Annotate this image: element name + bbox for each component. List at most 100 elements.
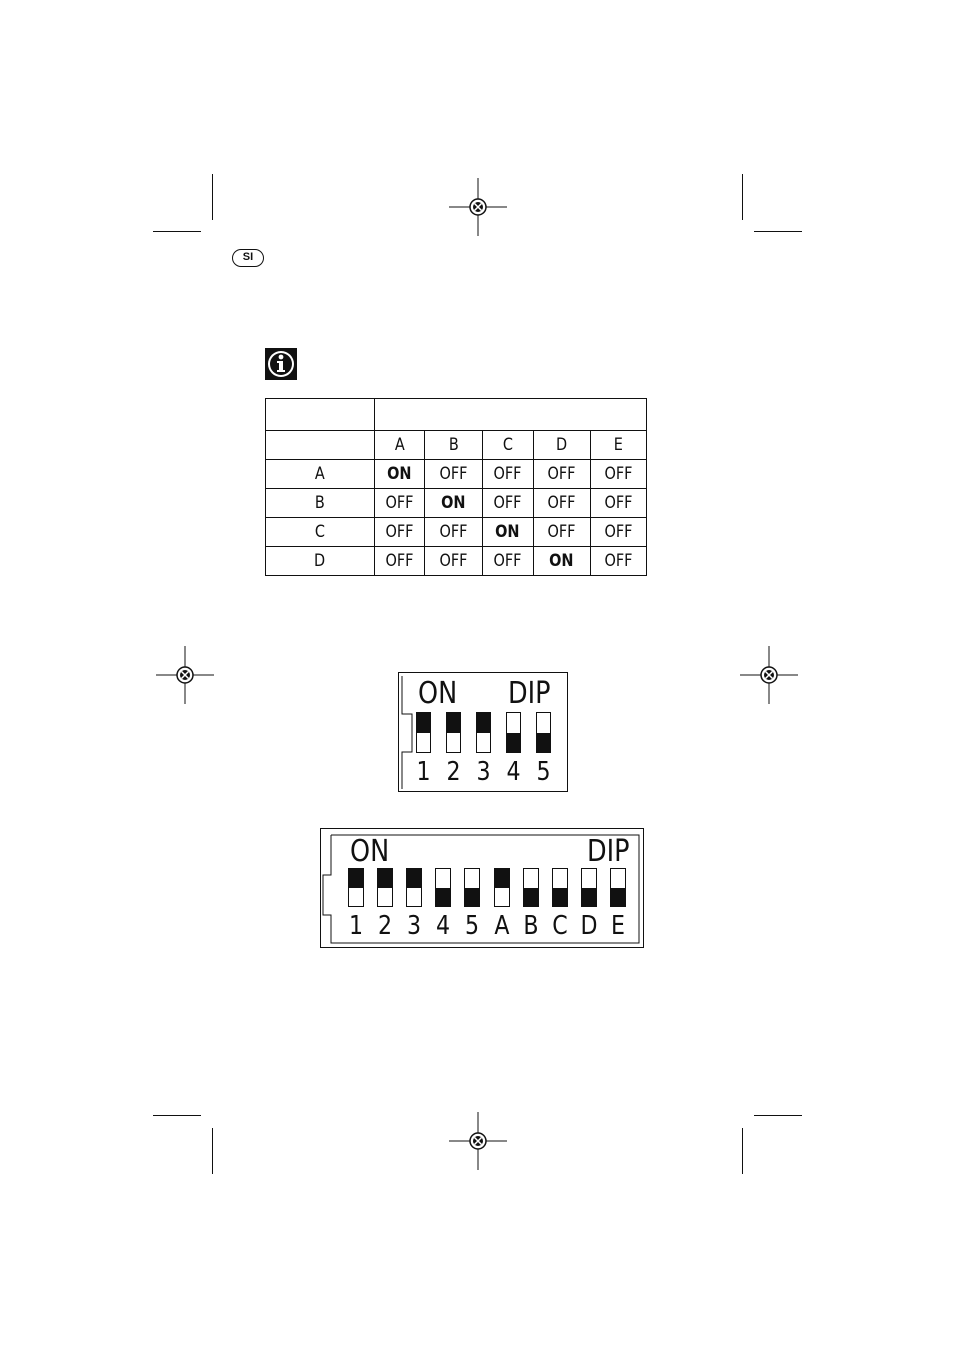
table-column-row: A B C D E — [265, 430, 648, 460]
switch-number: B — [523, 911, 539, 941]
table-column-header — [265, 430, 375, 460]
switch-knob — [610, 887, 625, 906]
dip-switch-C — [551, 868, 568, 907]
dip-switch-4 — [506, 712, 521, 753]
dip-outline — [322, 834, 640, 944]
dip-settings-table: A B C D E A ON OFF OFF OFF OFF B OFF ON … — [265, 398, 648, 576]
switch-knob — [436, 887, 451, 906]
dip-title-label: DIP — [587, 834, 630, 869]
table-header-cell — [373, 398, 648, 431]
dip-switch-4 — [435, 868, 452, 907]
table-column-header: A — [373, 430, 426, 460]
switch-number: 5 — [536, 757, 551, 787]
switch-number: 2 — [378, 911, 393, 941]
dip-switch-5 — [464, 868, 481, 907]
dip-switch-A — [493, 868, 510, 907]
dip-outline — [401, 676, 413, 789]
switch-number: 2 — [446, 757, 461, 787]
switch-knob — [349, 869, 363, 888]
registration-mark-icon — [156, 646, 214, 704]
table-cell: OFF — [589, 517, 648, 547]
table-cell: OFF — [589, 459, 648, 489]
switch-knob — [507, 732, 520, 752]
table-column-header: B — [424, 430, 483, 460]
switch-number: A — [493, 911, 510, 941]
table-cell: OFF — [589, 546, 648, 576]
row-label: D — [265, 546, 375, 576]
row-label: A — [265, 459, 375, 489]
dip-on-label: ON — [418, 676, 458, 711]
language-badge: SI — [232, 249, 264, 267]
dip-switch-E — [609, 868, 626, 907]
crop-mark — [754, 231, 802, 232]
dip-title-label: DIP — [508, 676, 551, 711]
table-cell: OFF — [481, 488, 535, 518]
table-header-row — [265, 398, 648, 431]
registration-mark-icon — [740, 646, 798, 704]
switch-number: 3 — [476, 757, 491, 787]
switch-knob — [447, 713, 460, 733]
dip-on-label: ON — [350, 834, 390, 869]
table-column-header: D — [533, 430, 591, 460]
crop-mark — [754, 1115, 802, 1116]
dip-switch-3 — [406, 868, 423, 907]
row-label: B — [265, 488, 375, 518]
registration-mark-icon — [449, 178, 507, 236]
switch-knob — [378, 869, 393, 888]
table-row: D OFF OFF OFF ON OFF — [265, 546, 648, 576]
switch-number: D — [580, 911, 598, 941]
switch-knob — [407, 869, 422, 888]
switch-knob — [417, 713, 430, 733]
switch-knob — [523, 887, 538, 906]
crop-mark — [153, 1115, 201, 1116]
table-cell: OFF — [424, 517, 483, 547]
table-cell: ON — [424, 488, 483, 518]
switch-number: 1 — [416, 757, 431, 787]
table-cell: OFF — [424, 459, 483, 489]
switch-knob — [552, 887, 567, 906]
table-cell: OFF — [481, 546, 535, 576]
table-cell: ON — [481, 517, 535, 547]
crop-mark — [212, 1128, 213, 1174]
dip-switch-2 — [377, 868, 394, 907]
crop-mark — [742, 1128, 743, 1174]
switch-knob — [477, 713, 490, 733]
dip-switch-1 — [416, 712, 431, 753]
table-row: A ON OFF OFF OFF OFF — [265, 459, 648, 489]
row-label: C — [265, 517, 375, 547]
table-cell: ON — [533, 546, 591, 576]
switch-knob — [494, 869, 509, 888]
crop-mark — [212, 174, 213, 220]
dip-switch-D — [580, 868, 597, 907]
info-icon — [265, 348, 297, 380]
table-cell: OFF — [533, 517, 591, 547]
table-cell: OFF — [533, 459, 591, 489]
switch-knob — [537, 732, 550, 752]
table-row: C OFF OFF ON OFF OFF — [265, 517, 648, 547]
table-cell: OFF — [533, 488, 591, 518]
switch-number: 4 — [436, 911, 451, 941]
switch-number: 3 — [407, 911, 422, 941]
switch-knob — [465, 887, 480, 906]
table-header-cell — [265, 398, 375, 431]
table-cell: OFF — [481, 459, 535, 489]
switch-number: E — [610, 911, 625, 941]
registration-mark-icon — [449, 1112, 507, 1170]
dip-switch-B — [522, 868, 539, 907]
table-cell: OFF — [373, 546, 426, 576]
dip-switch-2 — [446, 712, 461, 753]
dip-switch-3 — [476, 712, 491, 753]
table-cell: OFF — [589, 488, 648, 518]
switch-number: 5 — [465, 911, 480, 941]
table-column-header: C — [481, 430, 535, 460]
switch-number: C — [551, 911, 568, 941]
table-column-header: E — [589, 430, 648, 460]
table-cell: OFF — [424, 546, 483, 576]
switch-knob — [581, 887, 596, 906]
crop-mark — [153, 231, 201, 232]
switch-number: 4 — [506, 757, 521, 787]
switch-number: 1 — [348, 911, 364, 941]
table-cell: ON — [373, 459, 426, 489]
